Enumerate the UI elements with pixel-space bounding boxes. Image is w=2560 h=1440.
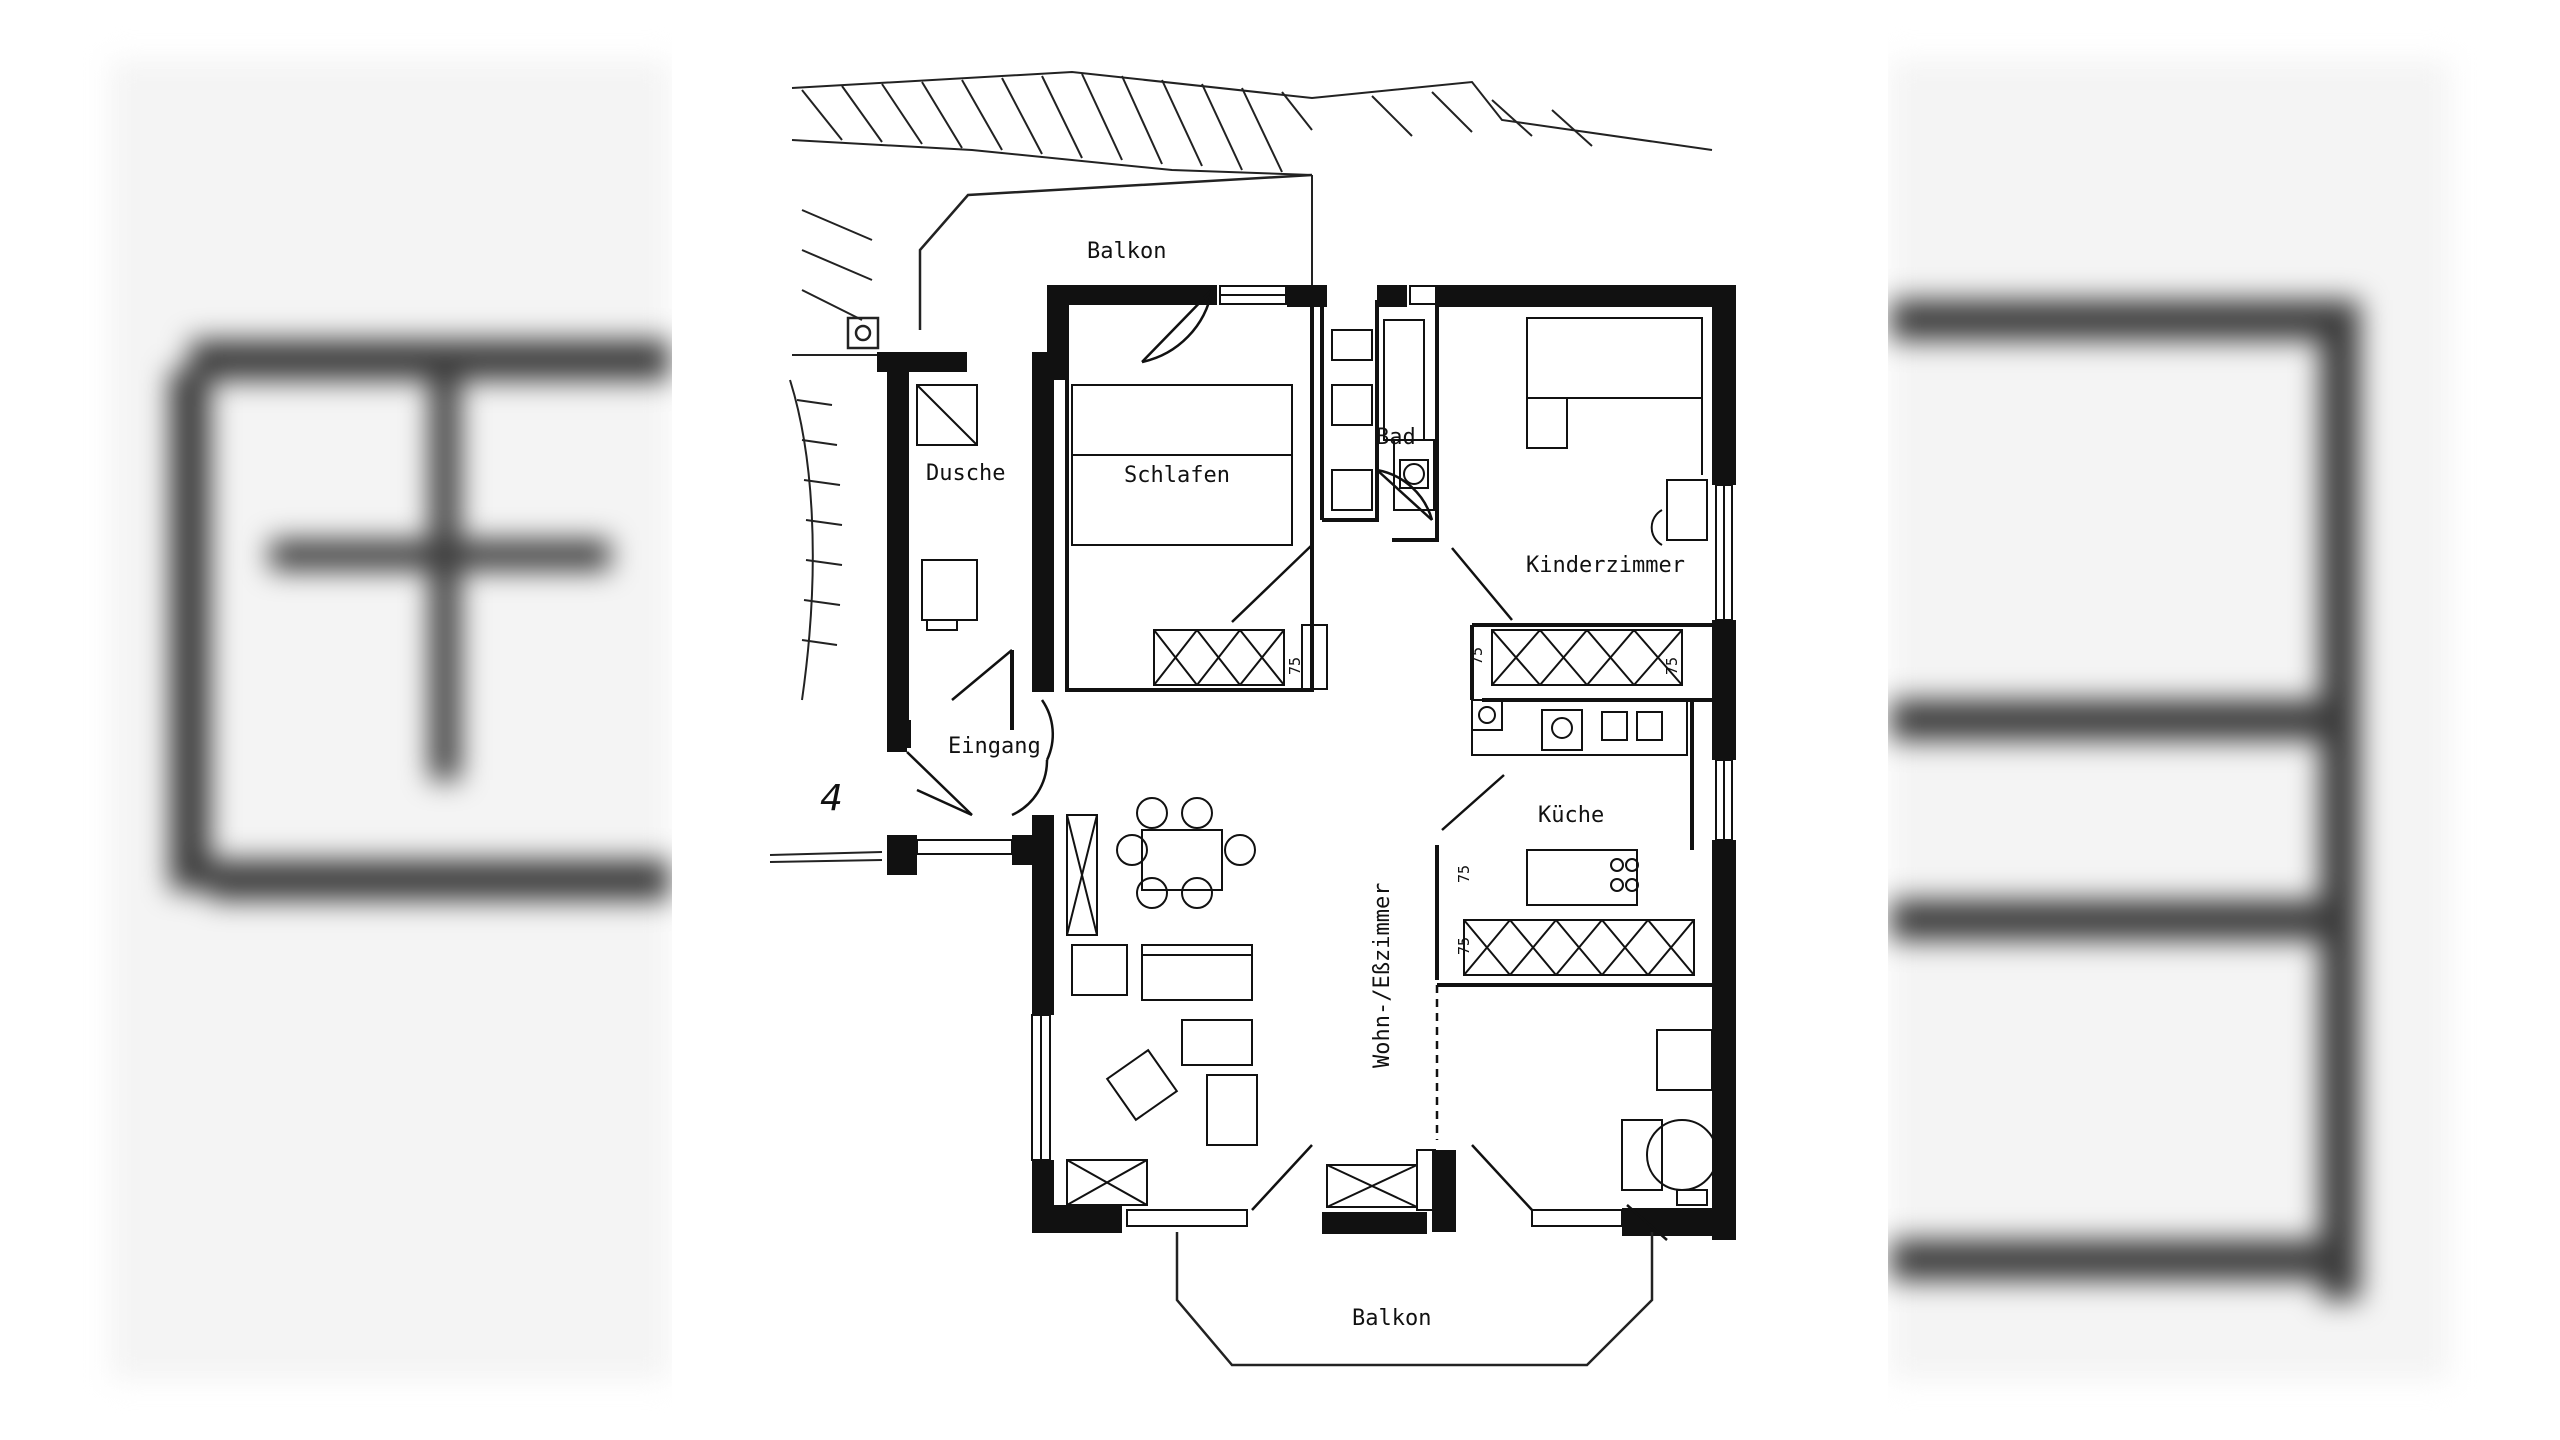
floorplan-drawing: Balkon Dusche Schlafen Bad Kinderzimmer … (769, 70, 1736, 1367)
dimension-label: 75 (1455, 937, 1473, 955)
dimension-label: 75 (1286, 657, 1304, 675)
room-label-wohn: Wohn-/Eßzimmer (1370, 883, 1395, 1068)
room-label-eingang: Eingang (948, 734, 1041, 759)
furniture (916, 317, 1718, 1206)
unit-number: 4 (820, 778, 843, 819)
doors (906, 289, 1668, 1241)
room-label-schlafen: Schlafen (1124, 463, 1230, 488)
windows (916, 285, 1733, 1227)
room-label-kueche: Küche (1538, 803, 1604, 828)
balcony-top-outline (846, 173, 1313, 350)
balcony-bottom-outline (1175, 1232, 1654, 1367)
room-label-balkon-top: Balkon (1087, 239, 1166, 264)
left-slope (769, 354, 883, 863)
floorplan: Balkon Dusche Schlafen Bad Kinderzimmer … (672, 0, 1888, 1440)
exterior-walls (877, 285, 1736, 1240)
blurred-background-right (1890, 60, 2450, 1380)
room-label-bad: Bad (1376, 425, 1416, 450)
interior-walls (905, 285, 1712, 987)
dimension-label: 75 (1455, 865, 1473, 883)
room-label-kinderzimmer: Kinderzimmer (1526, 553, 1685, 578)
room-label-balkon-bottom: Balkon (1352, 1306, 1431, 1331)
blurred-background-left (110, 60, 670, 1380)
cupboards (1066, 624, 1695, 1211)
top-terrace-hatching (791, 70, 1713, 321)
room-label-dusche: Dusche (926, 461, 1005, 486)
dimension-label: 75 (1468, 647, 1486, 665)
dimension-label: 75 (1663, 657, 1681, 675)
